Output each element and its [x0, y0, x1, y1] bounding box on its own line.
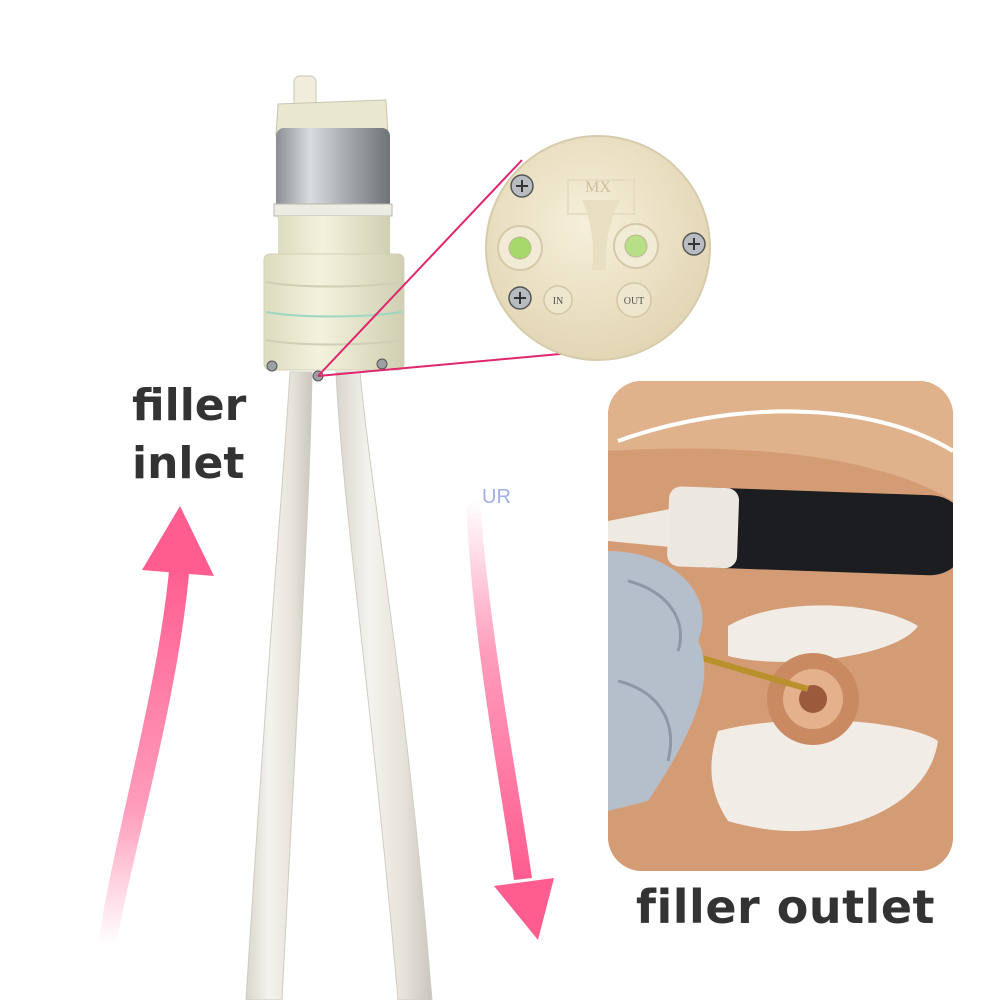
watermark: UR: [482, 486, 511, 508]
adhesive-patch-upper: [728, 605, 918, 662]
port-in-label: IN: [553, 296, 564, 307]
mini-pump: [263, 75, 405, 382]
brand-mark: MX: [585, 179, 611, 196]
filler-inlet-label-line2: inlet: [132, 438, 245, 489]
filler-gun-barrel: [667, 487, 953, 576]
outflow-arrow: [466, 500, 554, 940]
magnified-pump-base: MX IN OUT: [485, 135, 711, 361]
usage-photo: [608, 381, 953, 871]
filler-outlet-label: filler outlet: [636, 880, 936, 934]
filler-inlet-label-line1: filler: [132, 380, 247, 431]
silicone-tubes: [245, 371, 433, 1001]
gloved-hand: [608, 551, 705, 811]
adhesive-patch-lower: [711, 720, 938, 832]
callout-lines: [317, 159, 583, 377]
inflow-arrow: [98, 506, 214, 944]
port-out-label: OUT: [624, 296, 645, 307]
